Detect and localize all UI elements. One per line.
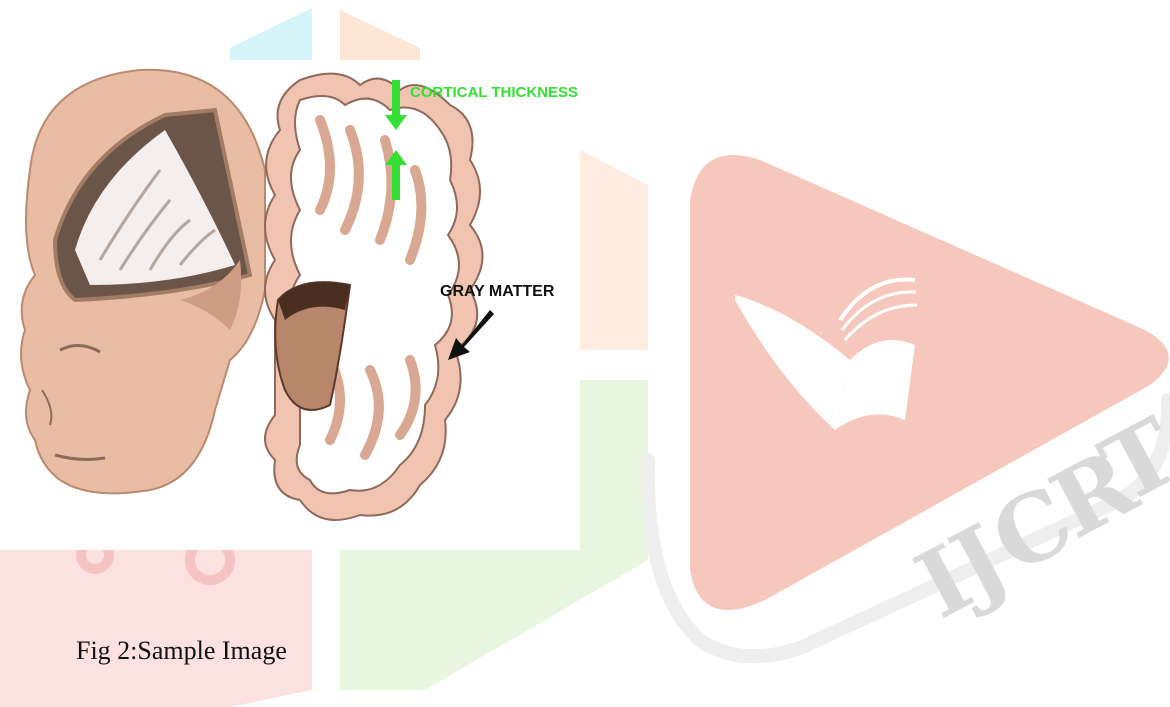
watermark-hex-peach-right [580,150,648,350]
cortical-thickness-label: CORTICAL THICKNESS [410,84,578,101]
gray-matter-label: GRAY MATTER [440,283,555,300]
figure-caption: Fig 2:Sample Image [76,636,287,666]
watermark-hex-green-right [580,380,648,545]
watermark-hex-cyan [230,8,312,60]
watermark-hex-green [340,545,648,690]
watermark-hex-peach [340,10,420,60]
watermark-hex-pink [0,545,312,707]
brain-figure: CORTICAL THICKNESS GRAY MATTER [0,60,580,550]
